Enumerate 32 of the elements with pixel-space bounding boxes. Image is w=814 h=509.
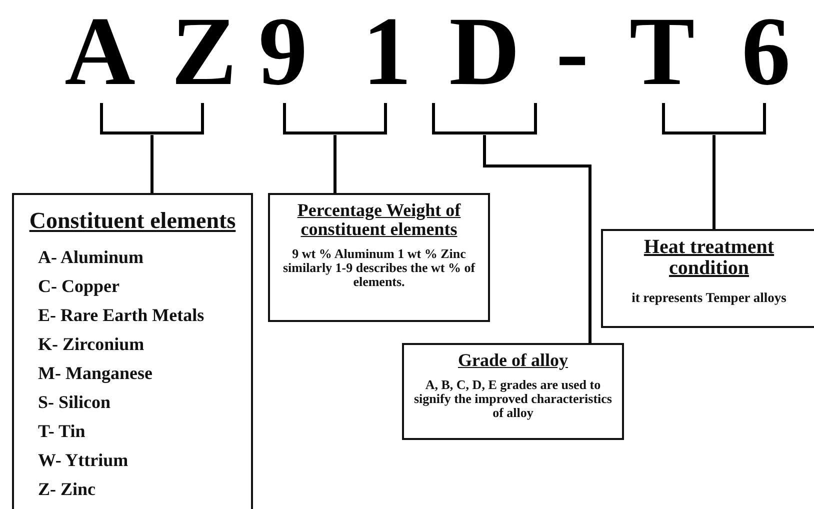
element-code: K- Zirconium	[37, 333, 146, 356]
connector-line	[334, 135, 336, 193]
element-code: M- Manganese	[37, 362, 154, 386]
element-code: C- Copper	[37, 275, 120, 298]
connector-line	[150, 135, 154, 193]
box-description: it represents Temper alloys	[632, 291, 786, 306]
box-heading: Percentage Weight of constituent elements	[296, 201, 462, 239]
element-code: A- Aluminum	[37, 246, 145, 270]
box-heading: Grade of alloy	[458, 351, 568, 370]
code-letter: A	[64, 2, 136, 102]
description-box	[12, 193, 253, 509]
element-code: S- Silicon	[37, 391, 112, 414]
connector-line	[712, 135, 716, 229]
description-box	[268, 193, 490, 322]
code-letter: D	[448, 2, 521, 102]
element-code: T- Tin	[37, 420, 86, 444]
element-code: W- Yttrium	[37, 449, 130, 472]
code-letter: 6	[740, 2, 792, 102]
separator-dash: -	[556, 2, 589, 102]
box-heading: Constituent elements	[28, 209, 237, 234]
connector-line	[483, 135, 592, 343]
box-description: A, B, C, D, E grades are used to signify the improved characteristics of alloy	[413, 378, 613, 420]
code-letter: 1	[362, 2, 412, 102]
code-letter: 9	[258, 2, 308, 102]
element-code: E- Rare Earth Metals	[37, 304, 206, 328]
box-heading: Heat treatment condition	[642, 237, 776, 279]
element-code: Z- Zinc	[37, 478, 97, 502]
code-letter: T	[628, 2, 696, 102]
box-description: 9 wt % Aluminum 1 wt % Zinc similarly 1-9 describes the wt % of elements.	[282, 246, 476, 289]
code-letter: Z	[170, 2, 238, 102]
description-box	[601, 229, 814, 328]
description-box	[402, 343, 624, 440]
